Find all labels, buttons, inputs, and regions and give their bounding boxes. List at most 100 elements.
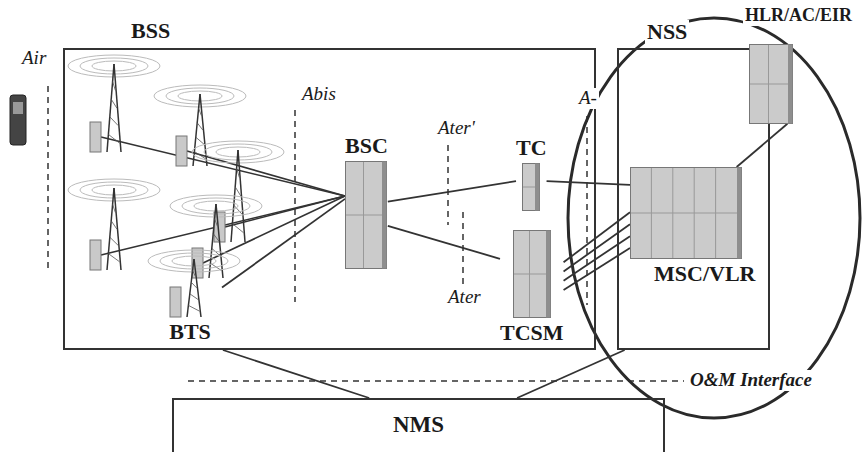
cabinet-body — [750, 44, 793, 123]
tower-symbol — [192, 141, 284, 242]
cabinet-divider — [631, 213, 737, 214]
mast-brace — [191, 282, 197, 288]
bsc-node: BSC — [345, 134, 388, 269]
equipment-cabinet — [522, 163, 540, 211]
link-line — [388, 226, 500, 259]
equipment-label: MSC/VLR — [654, 262, 755, 286]
mast-brace — [193, 271, 196, 277]
cabinet-body — [631, 168, 742, 259]
link-line — [388, 181, 516, 201]
link-line — [222, 199, 345, 288]
cabinet-side — [382, 162, 387, 269]
a-interface-line — [586, 116, 588, 305]
mast-brace — [188, 305, 199, 311]
mast-leg — [107, 64, 114, 152]
tcsm-node: TCSM — [500, 230, 564, 345]
tc-node: TC — [516, 136, 547, 211]
mast-brace — [199, 108, 202, 115]
cabinet-body — [513, 231, 550, 318]
mast-brace — [113, 82, 116, 91]
interface-label: Ater' — [436, 118, 477, 139]
link-line — [517, 350, 625, 398]
tower-symbol — [148, 250, 240, 317]
equipment-label: HLR/AC/EIR — [743, 6, 854, 26]
ater-prime-line — [447, 145, 449, 225]
interface-label: Ater — [446, 287, 483, 308]
cabinet-side — [535, 164, 540, 211]
equipment-cabinet — [749, 44, 793, 124]
mast-brace — [190, 294, 198, 300]
nss-highlight-ellipse — [568, 18, 860, 418]
mast-brace — [197, 123, 203, 130]
mast-leg — [187, 259, 194, 317]
mast-leg — [114, 64, 121, 152]
bts-cabinet — [90, 240, 101, 270]
mast-brace — [232, 224, 243, 233]
abis-link — [187, 151, 345, 196]
bts-towers — [68, 55, 345, 278]
interface-label: Abis — [300, 84, 338, 105]
interface-label: A- — [577, 88, 599, 109]
link-line — [223, 350, 369, 398]
equipment-label: BSC — [345, 134, 388, 158]
mast-brace — [111, 99, 117, 108]
air-interface-line — [47, 86, 49, 272]
link-line — [737, 124, 788, 167]
cabinet-body — [523, 164, 540, 211]
cabinet-side — [788, 44, 793, 123]
bts-cabinet — [170, 287, 181, 317]
mast-brace — [110, 117, 118, 126]
equipment-label: BTS — [169, 320, 211, 344]
mobile-phone — [10, 95, 26, 145]
abis-link — [101, 137, 345, 196]
cabinet-divider — [523, 187, 535, 188]
bts-cabinet — [176, 136, 187, 166]
tower-symbol — [170, 195, 262, 278]
link-line — [564, 248, 630, 290]
cabinet-body — [346, 162, 387, 269]
equipment-cabinet — [513, 230, 551, 318]
equipment-label: TC — [516, 136, 547, 160]
equipment-cabinet — [345, 161, 387, 269]
mast-brace — [213, 234, 219, 241]
tower-symbol — [154, 85, 246, 166]
interface-lines — [48, 86, 684, 381]
mast-brace — [215, 219, 218, 226]
link-line — [564, 236, 630, 281]
mast-leg — [114, 188, 121, 270]
interface-label: O&M Interface — [688, 370, 814, 391]
region-heading: BSS — [129, 19, 172, 43]
tower-symbol — [68, 179, 160, 270]
mast-brace — [108, 134, 119, 143]
cabinet-divider — [750, 83, 788, 84]
bts-cabinet — [90, 122, 101, 152]
equipment-label: TCSM — [500, 321, 564, 345]
cabinet-side — [737, 168, 742, 259]
mast-brace — [196, 137, 204, 144]
om-interface-line — [188, 380, 684, 382]
mast-brace — [113, 204, 116, 212]
mast-leg — [107, 188, 114, 270]
cabinet-divider — [514, 274, 546, 275]
tower-symbol — [68, 55, 160, 152]
equipment-cabinet — [630, 167, 742, 259]
region-heading: NSS — [645, 20, 689, 44]
nms-box: NMS — [172, 398, 665, 452]
bts-tower — [158, 257, 222, 317]
mast-brace — [235, 187, 241, 196]
cabinet-divider — [346, 215, 382, 216]
link-line — [564, 224, 630, 271]
interface-label: Air — [20, 48, 48, 69]
mast-brace — [110, 237, 118, 245]
mast-brace — [237, 168, 240, 177]
abis-interface-line — [294, 110, 296, 302]
mast-brace — [108, 254, 119, 262]
hlr-node: HLR/AC/EIR — [743, 6, 854, 124]
mast-leg — [194, 259, 201, 317]
cabinet-side — [546, 231, 551, 318]
msc-node: MSC/VLR — [630, 167, 755, 286]
mast-brace — [111, 221, 117, 229]
bts-node: BTS — [158, 257, 222, 344]
nss-region: NSSHLR/AC/EIRMSC/VLR — [617, 48, 770, 350]
